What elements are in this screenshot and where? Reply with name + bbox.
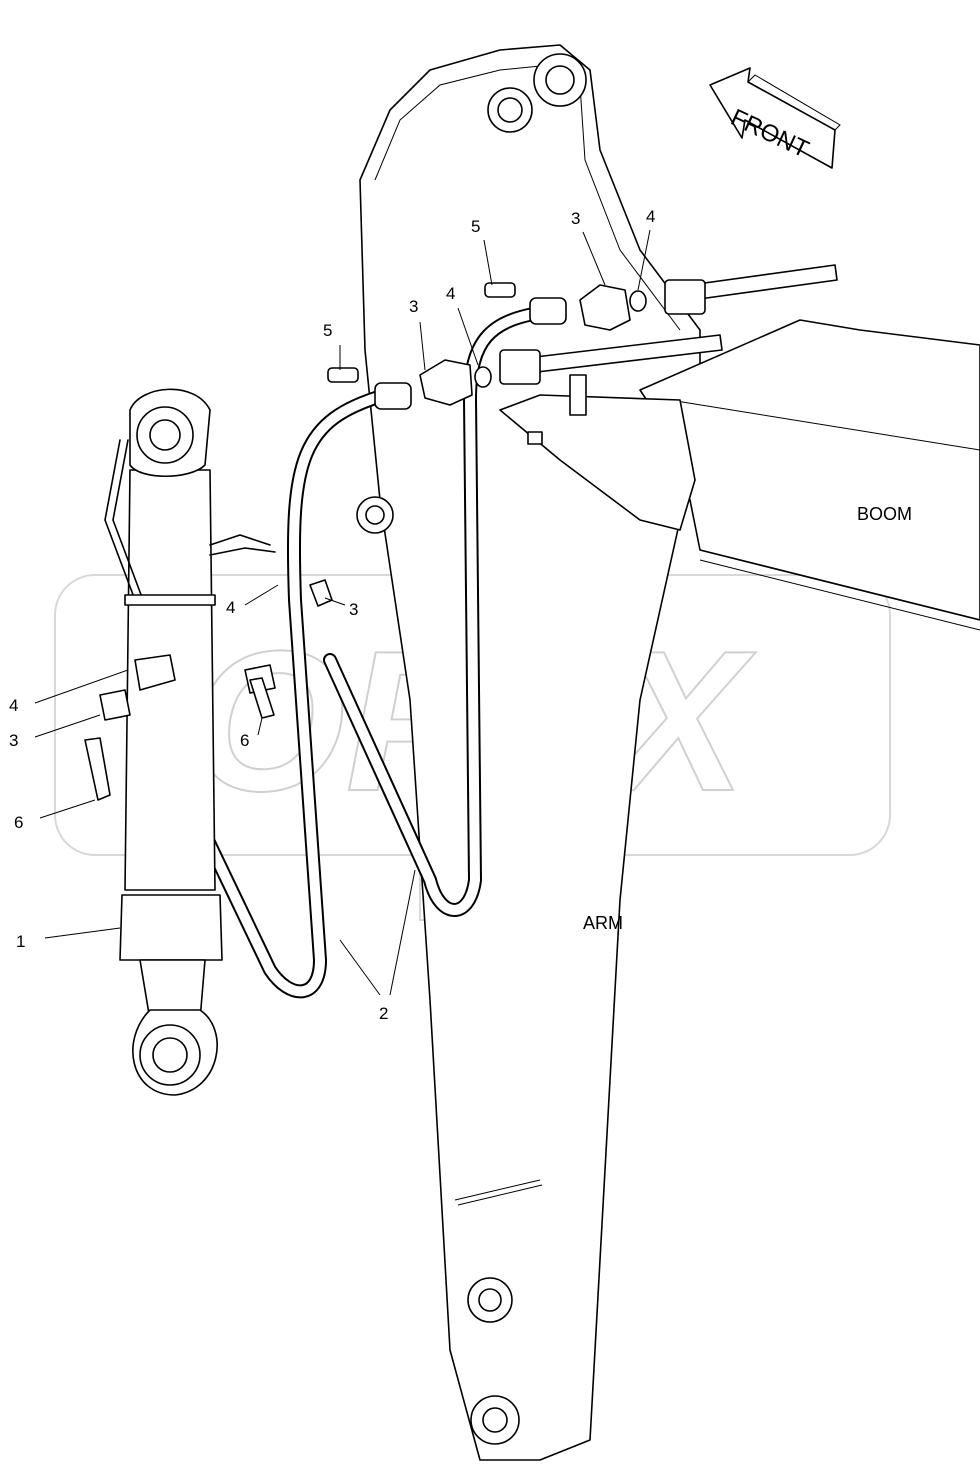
callout: 6 xyxy=(240,731,250,750)
callout: 3 xyxy=(571,209,581,228)
boom-pipes xyxy=(499,264,838,416)
callout: 4 xyxy=(226,598,236,617)
callout: 4 xyxy=(9,696,19,715)
callout: 1 xyxy=(16,932,26,951)
arm-label: ARM xyxy=(583,913,623,933)
leader-lines xyxy=(34,229,651,996)
callout: 4 xyxy=(646,207,656,226)
callout: 5 xyxy=(471,217,481,236)
fittings xyxy=(327,282,647,410)
callout: 5 xyxy=(323,321,333,340)
callout: 2 xyxy=(379,1004,389,1023)
callout: 4 xyxy=(446,284,456,303)
callout: 3 xyxy=(409,297,419,316)
boom xyxy=(499,319,980,631)
arm-cylinder xyxy=(84,388,333,1096)
boom-label: BOOM xyxy=(857,504,913,524)
front-arrow-icon xyxy=(709,67,841,169)
callout: 3 xyxy=(9,731,19,750)
callout: 3 xyxy=(349,600,359,619)
hoses xyxy=(153,305,552,999)
callout: 6 xyxy=(14,813,24,832)
